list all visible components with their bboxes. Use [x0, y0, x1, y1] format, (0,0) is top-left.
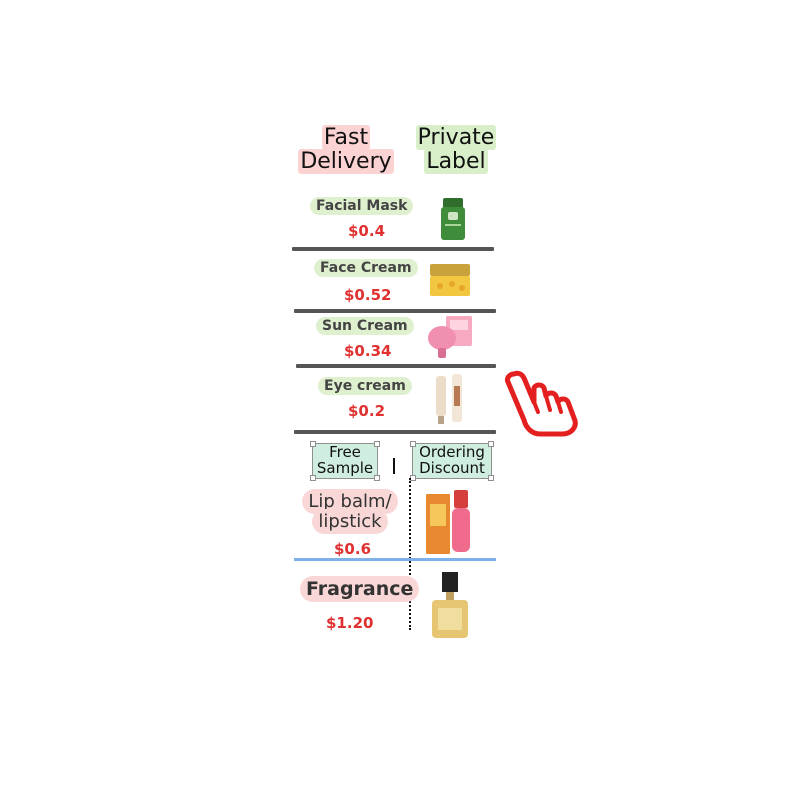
product-row-face-cream: Face Cream $0.52 — [296, 258, 496, 308]
divider — [296, 364, 496, 368]
eye-cream-tubes-icon — [436, 374, 462, 424]
free-sample-box[interactable]: Free Sample — [310, 441, 380, 481]
pointing-hand-icon — [505, 370, 578, 437]
product-name: Fragrance — [300, 576, 420, 602]
product-price: $0.52 — [344, 286, 392, 304]
column-divider — [409, 478, 411, 630]
pink-sunscreen-icon — [428, 316, 472, 358]
product-price: $0.34 — [344, 342, 392, 360]
gold-cream-jars-icon — [430, 264, 470, 296]
product-name: Eye cream — [318, 377, 412, 395]
product-row-eye-cream: Eye cream $0.2 — [296, 374, 496, 426]
product-row-facial-mask: Facial Mask $0.4 — [296, 196, 496, 246]
free-sample-line1: Free — [329, 443, 361, 461]
lip-oil-box-icon — [426, 490, 470, 554]
product-row-fragrance: Fragrance $1.20 — [296, 572, 496, 640]
product-row-lip-balm: Lip balm/ lipstick $0.6 — [296, 489, 496, 558]
ordering-discount-line1: Ordering — [419, 443, 485, 461]
product-name-line2: lipstick — [312, 509, 388, 534]
product-name: Sun Cream — [316, 317, 414, 335]
divider — [294, 309, 496, 313]
header-fast-delivery-line1: Fast — [321, 125, 371, 150]
product-price: $1.20 — [326, 614, 374, 632]
product-name: Face Cream — [314, 259, 418, 277]
text-cursor — [393, 458, 395, 474]
ordering-discount-line2: Discount — [419, 459, 485, 477]
perfume-bottle-icon — [432, 572, 468, 638]
header-private-label: Private Label — [406, 125, 506, 174]
header-fast-delivery-line2: Delivery — [298, 149, 394, 174]
product-name-line1: Lip balm/ — [302, 489, 398, 514]
divider — [294, 430, 496, 434]
blue-divider — [294, 558, 496, 561]
divider — [292, 247, 494, 251]
free-sample-line2: Sample — [316, 459, 374, 477]
product-price: $0.4 — [348, 222, 386, 240]
header-private-label-line2: Label — [424, 149, 488, 174]
header-fast-delivery: Fast Delivery — [296, 125, 396, 174]
product-price: $0.6 — [334, 540, 372, 558]
product-price: $0.2 — [348, 402, 386, 420]
ordering-discount-box[interactable]: Ordering Discount — [410, 441, 494, 481]
product-row-sun-cream: Sun Cream $0.34 — [296, 316, 496, 364]
product-name: Facial Mask — [310, 197, 414, 215]
header-private-label-line1: Private — [415, 125, 497, 150]
green-tube-mask-icon — [441, 198, 465, 240]
